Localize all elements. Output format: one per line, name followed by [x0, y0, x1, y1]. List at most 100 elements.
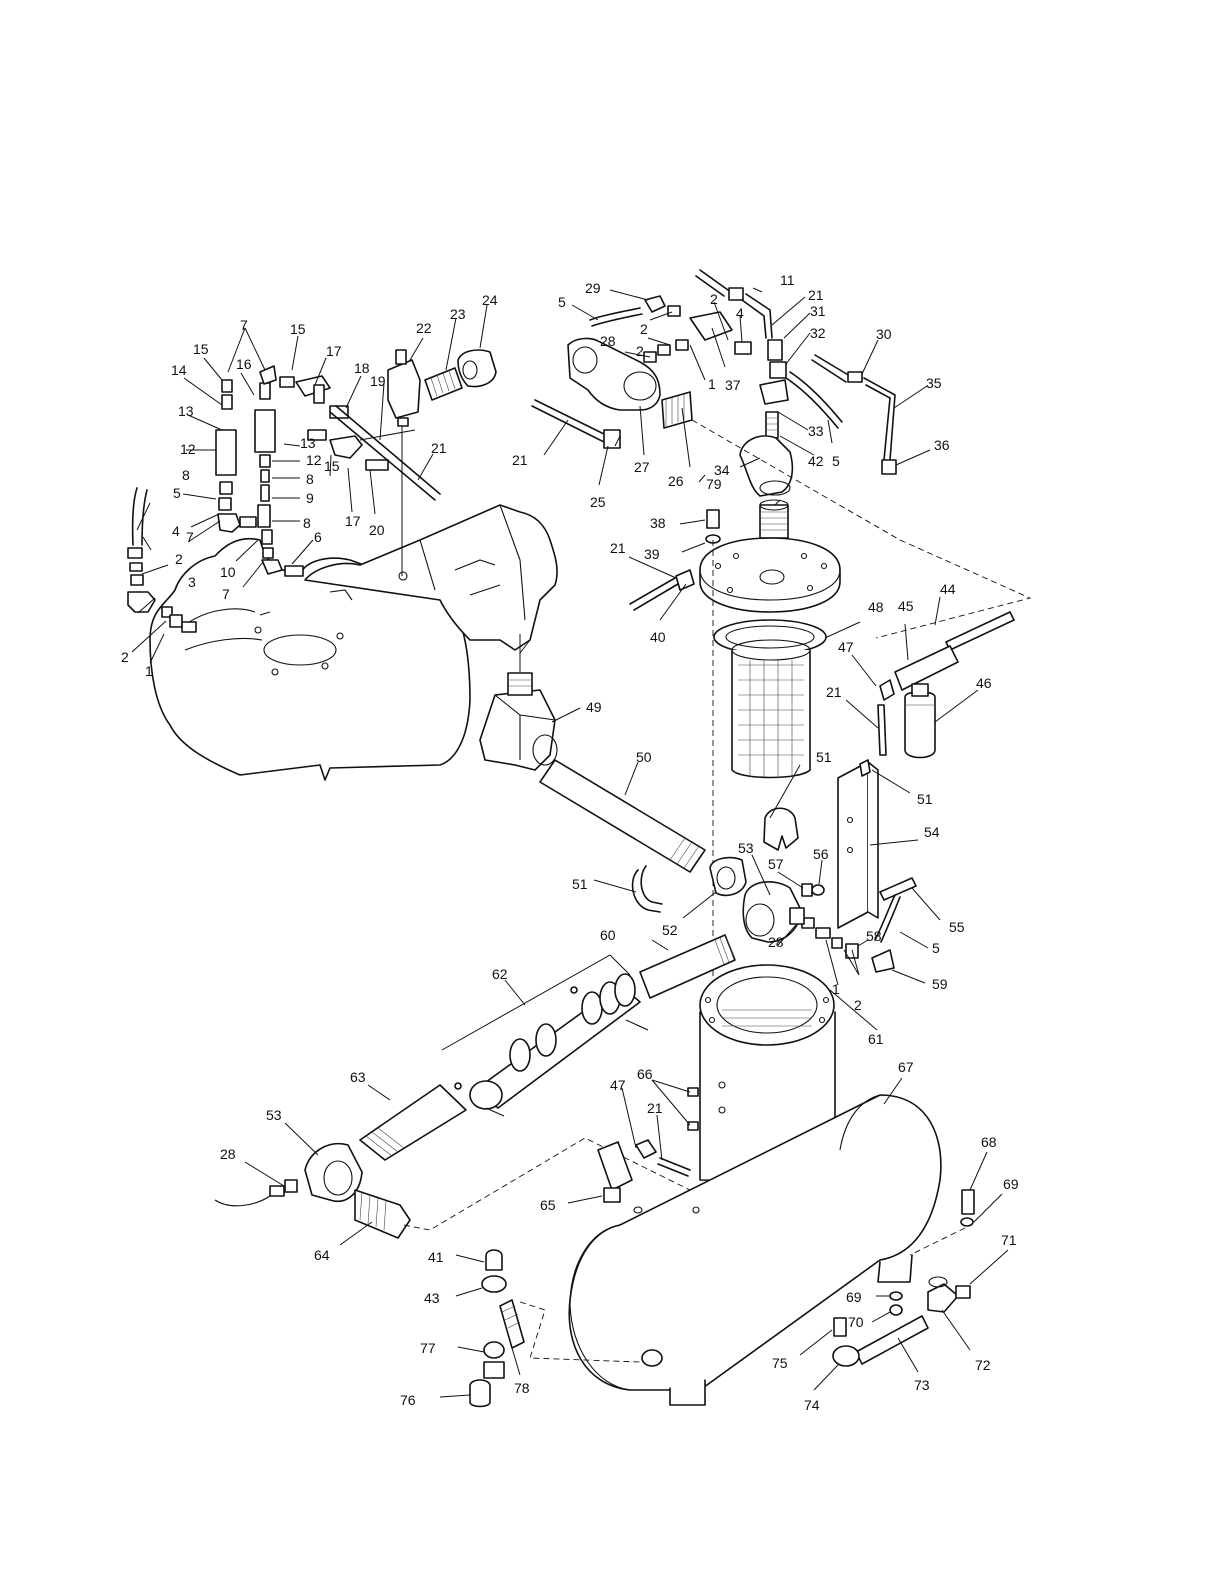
callout-63: 63: [350, 1069, 366, 1085]
callout-75: 75: [772, 1355, 788, 1371]
callout-29: 29: [585, 280, 601, 296]
callout-77: 77: [420, 1340, 436, 1356]
callout-26: 26: [668, 473, 684, 489]
callout-13: 13: [300, 435, 316, 451]
callout-32: 32: [810, 325, 826, 341]
callout-21: 21: [610, 540, 626, 556]
callout-37: 37: [725, 377, 741, 393]
callout-49: 49: [586, 699, 602, 715]
callout-61: 61: [868, 1031, 884, 1047]
callout-69: 69: [1003, 1176, 1019, 1192]
callout-23: 23: [450, 306, 466, 322]
callout-62: 62: [492, 966, 508, 982]
callout-28: 28: [768, 934, 784, 950]
callout-1: 1: [708, 376, 716, 392]
callout-13: 13: [178, 403, 194, 419]
callout-18: 18: [354, 360, 370, 376]
callout-8: 8: [303, 515, 311, 531]
callout-53: 53: [266, 1107, 282, 1123]
callout-46: 46: [976, 675, 992, 691]
callout-78: 78: [514, 1380, 530, 1396]
callout-69: 69: [846, 1289, 862, 1305]
callout-55: 55: [949, 919, 965, 935]
callout-11: 11: [780, 272, 795, 288]
callout-70: 70: [848, 1314, 864, 1330]
callout-10: 10: [220, 564, 236, 580]
upper-center-fittings: [531, 269, 1032, 639]
callout-2: 2: [854, 997, 862, 1013]
callout-74: 74: [804, 1397, 820, 1413]
callout-38: 38: [650, 515, 666, 531]
callout-41: 41: [428, 1249, 444, 1265]
callout-31: 31: [810, 303, 826, 319]
callout-28: 28: [220, 1146, 236, 1162]
callout-2: 2: [175, 551, 183, 567]
callout-33: 33: [808, 423, 824, 439]
callout-4: 4: [736, 305, 744, 321]
callout-15: 15: [324, 458, 340, 474]
callout-2: 2: [636, 343, 644, 359]
callout-28: 28: [600, 333, 616, 349]
callout-64: 64: [314, 1247, 330, 1263]
callout-72: 72: [975, 1357, 991, 1373]
callout-22: 22: [416, 320, 432, 336]
compressor-body: [149, 420, 558, 781]
callout-21: 21: [826, 684, 842, 700]
small-parts: [469, 1087, 975, 1408]
callout-59: 59: [932, 976, 948, 992]
callout-7: 7: [186, 529, 194, 545]
callout-52: 52: [662, 922, 678, 938]
callout-67: 67: [898, 1059, 914, 1075]
callout-71: 71: [1001, 1232, 1017, 1248]
callout-66: 66: [637, 1066, 653, 1082]
callout-73: 73: [914, 1377, 930, 1393]
callout-21: 21: [512, 452, 528, 468]
leader-lines: [131, 287, 1009, 1398]
callout-48: 48: [868, 599, 884, 615]
callout-68: 68: [981, 1134, 997, 1150]
callout-58: 58: [866, 928, 882, 944]
callout-79: 79: [706, 476, 722, 492]
callout-47: 47: [838, 639, 854, 655]
callout-9: 9: [306, 490, 314, 506]
callout-15: 15: [193, 341, 209, 357]
callout-16: 16: [236, 356, 252, 372]
callout-27: 27: [634, 459, 650, 475]
callout-7: 7: [222, 586, 230, 602]
callout-4: 4: [172, 523, 180, 539]
callout-21: 21: [431, 440, 447, 456]
callout-6: 6: [314, 529, 322, 545]
callout-8: 8: [306, 471, 314, 487]
callout-8: 8: [182, 467, 190, 483]
callout-36: 36: [934, 437, 950, 453]
callout-20: 20: [369, 522, 385, 538]
callout-45: 45: [898, 598, 914, 614]
callout-19: 19: [370, 373, 386, 389]
callout-17: 17: [345, 513, 361, 529]
callout-2: 2: [710, 291, 718, 307]
callout-76: 76: [400, 1392, 416, 1408]
callout-21: 21: [808, 287, 824, 303]
callout-56: 56: [813, 846, 829, 862]
callout-7: 7: [240, 317, 248, 333]
callout-44: 44: [940, 581, 956, 597]
callout-21: 21: [647, 1100, 663, 1116]
callout-50: 50: [636, 749, 652, 765]
callout-47: 47: [610, 1077, 626, 1093]
callout-5: 5: [173, 485, 181, 501]
callout-54: 54: [924, 824, 940, 840]
receiver-tank: [568, 964, 942, 1406]
callout-5: 5: [832, 453, 840, 469]
callout-1: 1: [832, 981, 840, 997]
callout-5: 5: [932, 940, 940, 956]
callout-51: 51: [816, 749, 832, 765]
callout-25: 25: [590, 494, 606, 510]
callout-57: 57: [768, 856, 784, 872]
callout-51: 51: [917, 791, 933, 807]
callout-43: 43: [424, 1290, 440, 1306]
discharge-piping: [214, 634, 805, 1239]
callout-14: 14: [171, 362, 187, 378]
right-side-components: [763, 611, 1015, 973]
callout-39: 39: [644, 546, 660, 562]
callout-34: 34: [714, 462, 730, 478]
